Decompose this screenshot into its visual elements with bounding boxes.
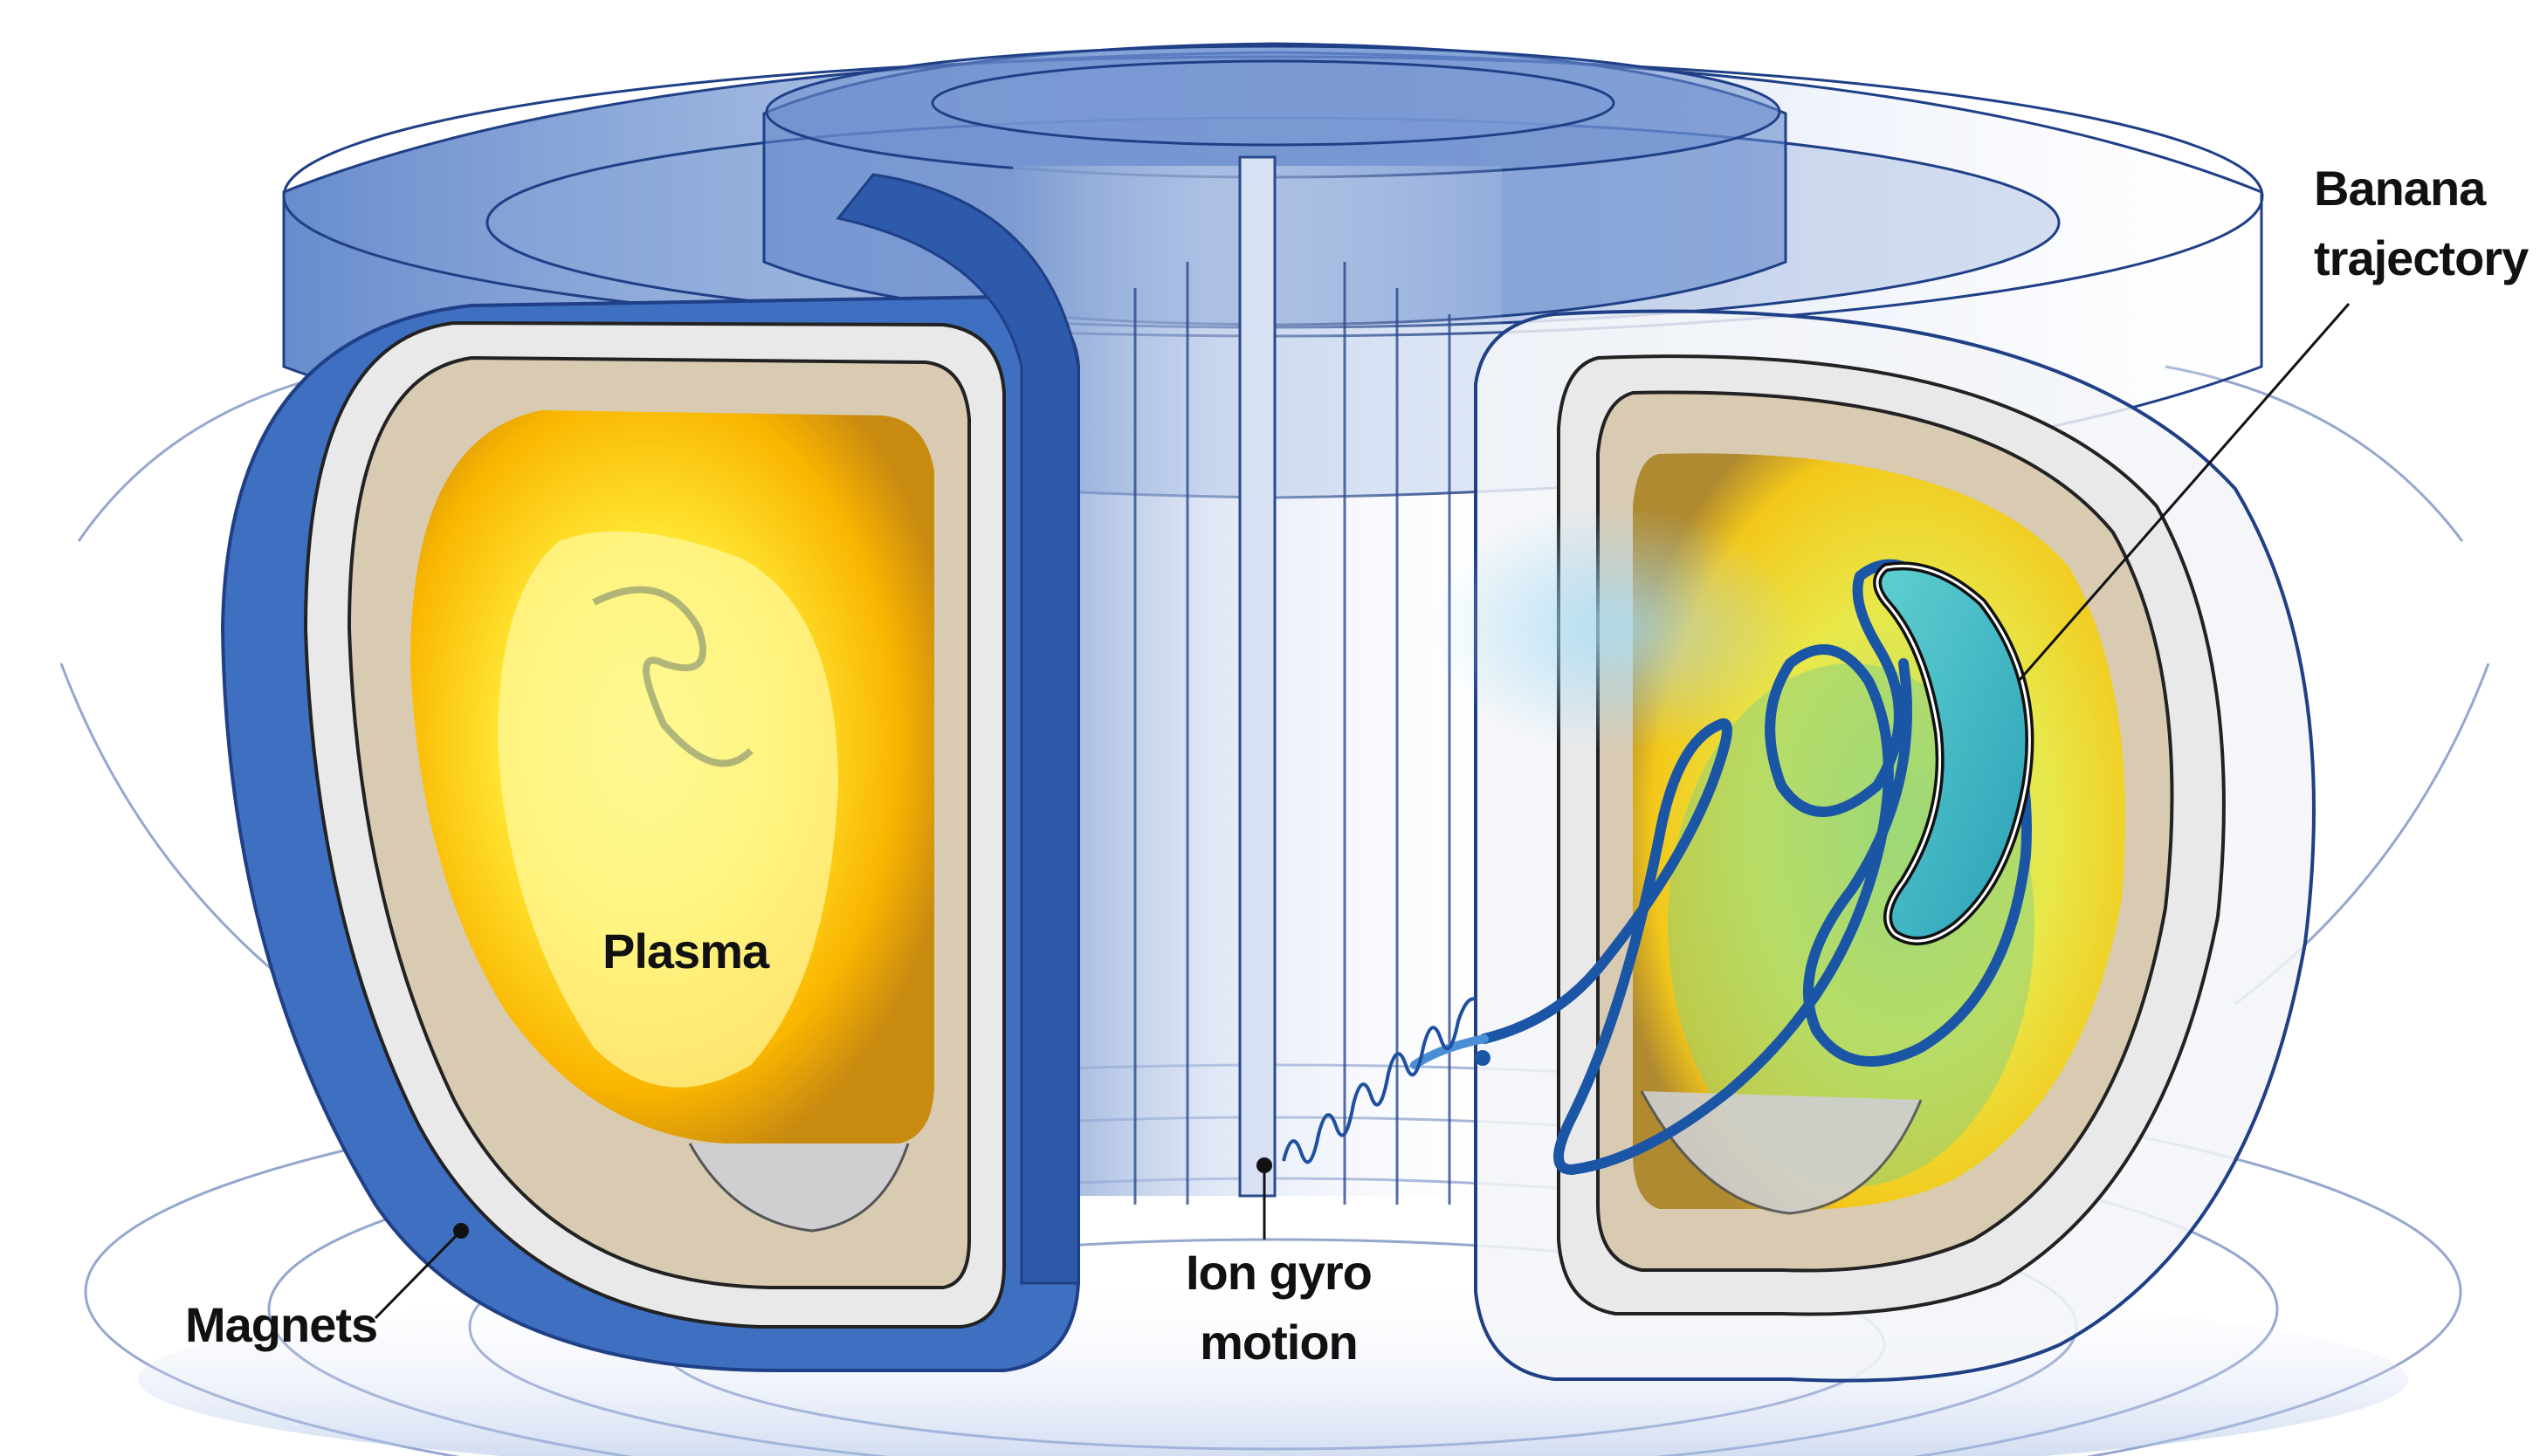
banana-trajectory-label: Banana trajectory xyxy=(2314,161,2529,285)
leader-lines xyxy=(374,303,2351,1320)
left-magnet-coil xyxy=(220,173,1080,1372)
magnets-label: Magnets xyxy=(185,1297,378,1352)
banana-orbit xyxy=(1873,561,2034,945)
ion-gyro-motion-label: Ion gyro motion xyxy=(1186,1245,1373,1370)
central-solenoid xyxy=(1013,155,1502,1205)
ion-gyro-spiral xyxy=(1282,997,1477,1164)
magnets-marker-dot xyxy=(453,1223,469,1239)
plasma-label: Plasma xyxy=(602,924,769,979)
ion-gyro-marker-dot xyxy=(1256,1157,1272,1173)
